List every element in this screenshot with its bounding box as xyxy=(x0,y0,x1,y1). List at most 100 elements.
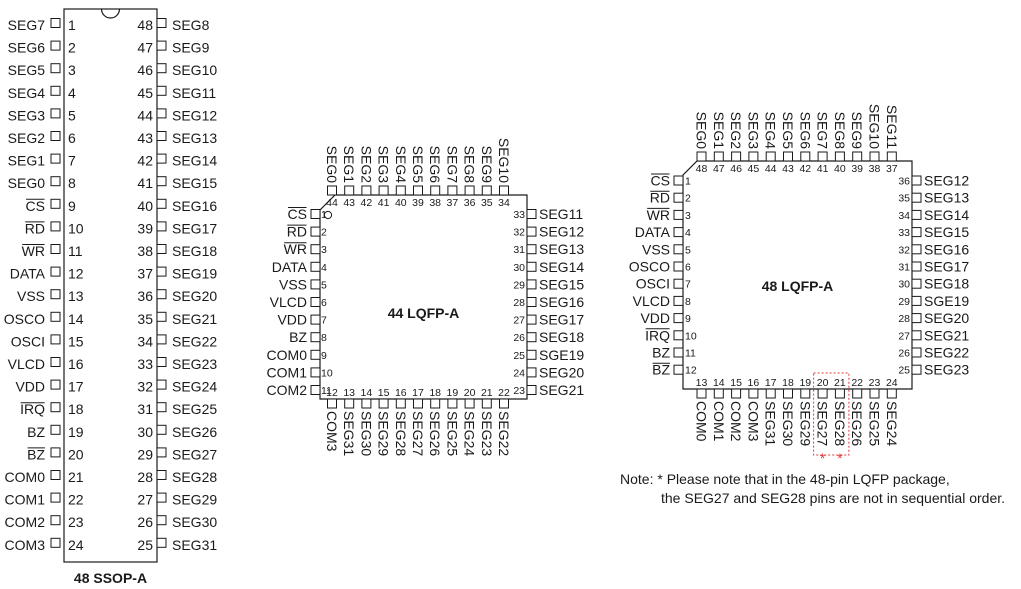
ssop48-pin-number: 22 xyxy=(68,492,84,508)
lqfp44-pin-9 xyxy=(310,349,321,360)
ssop48-pin-31 xyxy=(156,402,167,413)
ssop48-pin-8 xyxy=(50,176,61,187)
lqfp48-pin-label-wrap: SEG8 xyxy=(832,112,848,150)
lqfp48-pin-label: SEG11 xyxy=(884,105,900,149)
lqfp44-pin-label: SEG5 xyxy=(410,146,426,184)
lqfp44-pin-18 xyxy=(430,398,441,409)
lqfp48-pin-number: 43 xyxy=(782,163,794,175)
lqfp44-pin-27 xyxy=(526,314,537,325)
ssop48-pin-number: 34 xyxy=(137,333,153,349)
lqfp48-pin-label-wrap: SEG1 xyxy=(711,112,727,150)
lqfp48-pin-label-wrap: SEG11 xyxy=(884,105,900,149)
lqfp44-pin-label-wrap: SEG3 xyxy=(376,146,392,184)
ssop48-pin-number: 4 xyxy=(68,85,76,101)
lqfp48-body xyxy=(682,160,913,390)
lqfp48-pin-number: 29 xyxy=(898,296,910,308)
lqfp48-pin-number: 14 xyxy=(713,377,725,389)
lqfp48-pin-label: VLCD xyxy=(633,293,670,309)
lqfp48-pin-label-wrap: SEG4 xyxy=(763,112,779,150)
lqfp48-pin-label-wrap: SEG26 xyxy=(849,401,865,446)
lqfp48-pin-number: 20 xyxy=(817,377,829,389)
ssop48-pin-number: 30 xyxy=(137,424,153,440)
ssop48-pin-36 xyxy=(156,289,167,300)
lqfp48-pin-24 xyxy=(886,388,897,399)
lqfp44-pin1-mark xyxy=(323,210,333,220)
lqfp48-pin-number: 26 xyxy=(898,348,910,360)
lqfp48-pin-label: OSCO xyxy=(629,259,670,275)
ssop48-pin-number: 18 xyxy=(68,401,84,417)
lqfp44-pin-number: 8 xyxy=(321,332,327,344)
lqfp44-pin-number: 37 xyxy=(447,197,459,209)
lqfp48-pin-label: SEG29 xyxy=(797,401,813,446)
lqfp44-pin-label: SEG20 xyxy=(539,364,584,380)
lqfp44-pin-2 xyxy=(310,226,321,237)
lqfp48-pin-30 xyxy=(911,278,922,289)
lqfp44-pin-number: 16 xyxy=(395,387,407,399)
lqfp48-pin-label: SEG30 xyxy=(780,401,796,446)
lqfp44-pin-label: SEG16 xyxy=(539,294,584,310)
lqfp48-pin-14 xyxy=(713,388,724,399)
ssop48-pin-label: SEG10 xyxy=(172,62,217,78)
lqfp48-pin-number: 31 xyxy=(898,262,910,274)
lqfp48-pin-46 xyxy=(731,151,742,162)
lqfp48-pin-number: 36 xyxy=(898,176,910,188)
ssop48-pin-15 xyxy=(50,334,61,345)
ssop48-pin-label: SEG31 xyxy=(172,537,217,553)
ssop48-pin-number: 6 xyxy=(68,130,76,146)
ssop48-pin-label: SEG25 xyxy=(172,401,217,417)
lqfp48-pin-label-wrap: SEG2 xyxy=(728,112,744,150)
lqfp44-pin-number: 12 xyxy=(326,387,338,399)
ssop48-pin-25 xyxy=(156,537,167,548)
lqfp48-pin-label-wrap: SEG9 xyxy=(849,112,865,150)
lqfp48-pin-47 xyxy=(713,151,724,162)
lqfp48-pin-number: 47 xyxy=(713,163,725,175)
lqfp48-pin-label: BZ xyxy=(652,362,670,378)
lqfp44-pin-28 xyxy=(526,297,537,307)
ssop48-pin-47 xyxy=(156,40,167,51)
lqfp44-pin-label: SEG4 xyxy=(393,146,409,184)
ssop48-pin-number: 9 xyxy=(68,198,76,214)
lqfp48-seg27-seg28-highlight xyxy=(813,372,850,456)
lqfp44-pin-number: 44 xyxy=(326,197,338,209)
ssop48-pin-label: BZ xyxy=(27,446,45,462)
ssop48-pin-label: SEG26 xyxy=(172,424,217,440)
lqfp44-pin-43 xyxy=(344,185,355,196)
lqfp44-pin-15 xyxy=(378,398,389,409)
lqfp44-pin-label: SEG23 xyxy=(479,411,495,456)
lqfp44-pin-25 xyxy=(526,349,537,360)
lqfp48-pin-number: 34 xyxy=(898,210,910,222)
lqfp44-pin-label-wrap: SEG23 xyxy=(479,411,495,456)
ssop48-pin-33 xyxy=(156,357,167,367)
lqfp48-pin-7 xyxy=(673,278,684,289)
ssop48-pin-label: SEG20 xyxy=(172,288,217,304)
lqfp44-pin-number: 3 xyxy=(321,244,327,256)
lqfp48-pin-label: COM1 xyxy=(711,401,727,442)
ssop48-pin-30 xyxy=(156,424,167,435)
ssop48-pin-label: SEG2 xyxy=(8,130,46,146)
lqfp48-pin-label: WR xyxy=(647,207,670,223)
ssop48-pin-label: BZ xyxy=(27,424,45,440)
lqfp48-pin-number: 16 xyxy=(748,377,760,389)
lqfp48-pin-label-wrap: SEG25 xyxy=(867,401,883,446)
lqfp44-pin-21 xyxy=(481,398,492,409)
lqfp48-pin-label: SEG21 xyxy=(924,327,969,343)
ssop48-pin-44 xyxy=(156,108,167,119)
lqfp48-pin-label-wrap: SEG27 xyxy=(815,401,831,446)
lqfp44-pin-label-wrap: SEG10 xyxy=(496,138,512,183)
lqfp44-pin-label-wrap: SEG24 xyxy=(462,411,478,456)
lqfp48-pin-37 xyxy=(886,151,897,162)
ssop48-pin-label: SEG24 xyxy=(172,379,217,395)
lqfp44-pin-7 xyxy=(310,314,321,325)
ssop48-pin-number: 7 xyxy=(68,153,76,169)
lqfp48-pin-label: SEG0 xyxy=(694,112,710,150)
ssop48-pin-13 xyxy=(50,289,61,300)
lqfp48-pin-label-wrap: SEG6 xyxy=(797,112,813,150)
lqfp48-pin-label: SGE19 xyxy=(924,293,969,309)
lqfp48-pin-label: SEG1 xyxy=(711,112,727,150)
lqfp44-pin-number: 25 xyxy=(513,350,525,362)
ssop48-title: 48 SSOP-A xyxy=(74,570,147,586)
ssop48-pin-label: SEG3 xyxy=(8,107,46,123)
lqfp48-pin-number: 42 xyxy=(799,163,811,175)
lqfp48-pin-label: SEG18 xyxy=(924,276,969,292)
